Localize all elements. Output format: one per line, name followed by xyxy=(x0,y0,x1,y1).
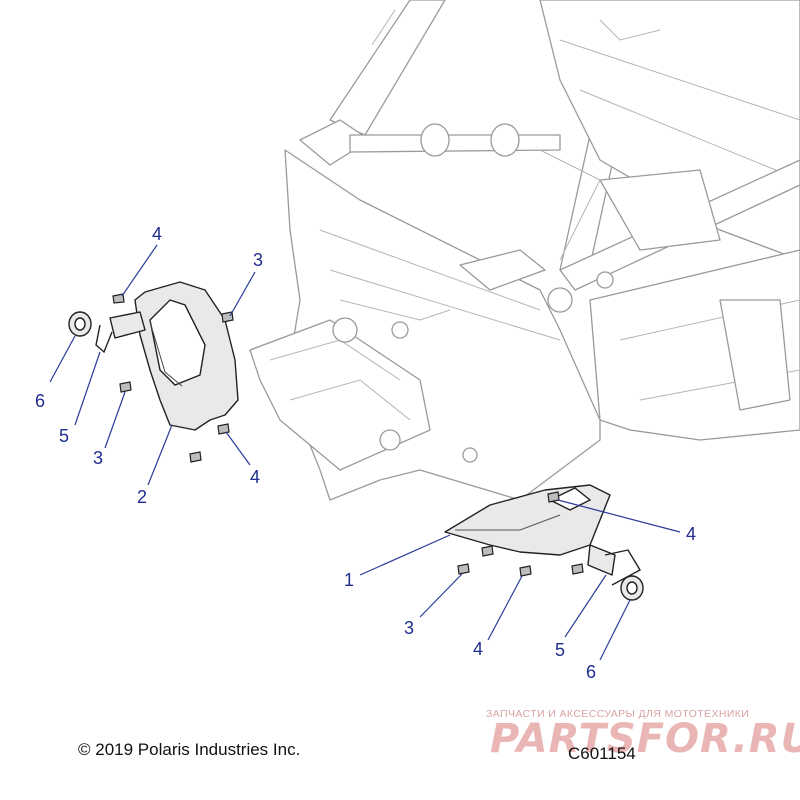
diagram-code: C601154 xyxy=(568,744,636,763)
watermark-logo: PARTSFOR.RU xyxy=(490,716,800,762)
callout-c9: 1 xyxy=(344,570,354,590)
left-fender-part-2 xyxy=(68,281,239,463)
callout-c2: 3 xyxy=(253,250,263,270)
callout-labels: 4 3 6 5 3 2 4 4 1 3 4 5 6 xyxy=(35,224,696,682)
callout-c12: 5 xyxy=(555,640,565,660)
callout-c7: 4 xyxy=(250,467,260,487)
callout-c4: 5 xyxy=(59,426,69,446)
callout-c5: 3 xyxy=(93,448,103,468)
callout-c11: 4 xyxy=(473,639,483,659)
callout-c8: 4 xyxy=(686,524,696,544)
callout-c10: 3 xyxy=(404,618,414,638)
right-fender-part-1 xyxy=(444,484,644,601)
vehicle-frame xyxy=(249,0,800,501)
callout-c1: 4 xyxy=(152,224,162,244)
callout-c6: 2 xyxy=(137,487,147,507)
watermark-tagline: ЗАПЧАСТИ И АКСЕССУАРЫ ДЛЯ МОТОТЕХНИКИ xyxy=(486,708,750,720)
leader-lines xyxy=(49,244,681,661)
callout-c13: 6 xyxy=(586,662,596,682)
callout-c3: 6 xyxy=(35,391,45,411)
copyright-notice: © 2019 Polaris Industries Inc. xyxy=(78,740,301,759)
